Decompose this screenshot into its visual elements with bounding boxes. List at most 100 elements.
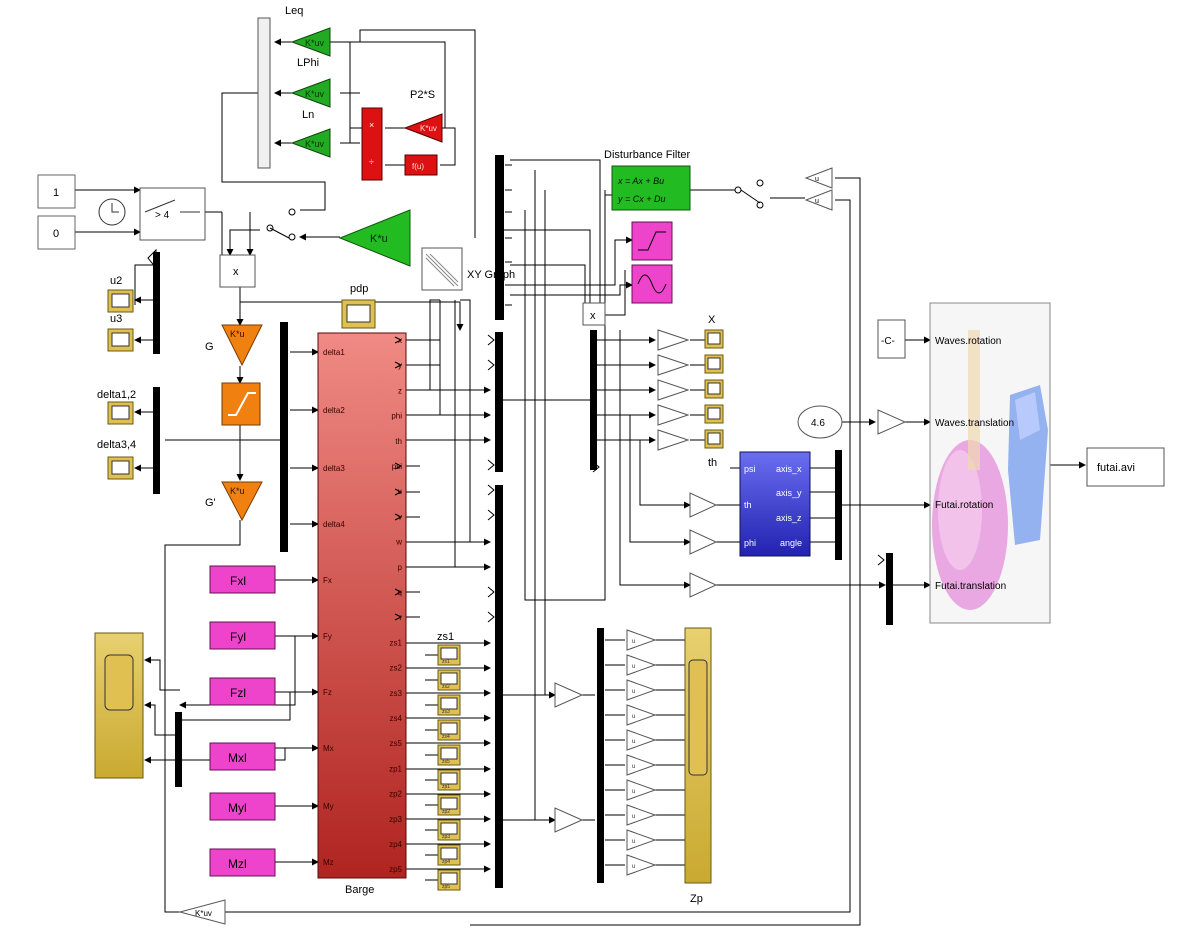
scope-zp[interactable]: [684, 627, 712, 884]
const-mz[interactable]: Mzl: [209, 848, 276, 877]
mux-b[interactable]: [495, 485, 503, 888]
demux-mid[interactable]: [590, 330, 597, 470]
scope-zs4[interactable]: zs4: [437, 719, 461, 741]
svg-text:Mzl: Mzl: [228, 857, 247, 871]
gain-ln[interactable]: K*uv: [290, 128, 331, 158]
zp-gain[interactable]: u: [626, 679, 657, 701]
const-mx[interactable]: Mxl: [209, 742, 276, 771]
scope-zs5[interactable]: zs5: [437, 744, 461, 766]
angle-gains[interactable]: [689, 492, 718, 598]
product-block-2[interactable]: [582, 302, 606, 326]
angle-conversion-block[interactable]: psi th phi axis_x axis_y axis_z angle: [739, 451, 811, 557]
gain-p2s[interactable]: K*uv: [403, 113, 443, 143]
barge-input-Mx: Mx: [323, 744, 334, 753]
const-c[interactable]: [877, 319, 906, 359]
svg-text:f(u): f(u): [412, 162, 424, 171]
product-block[interactable]: [219, 254, 256, 288]
sum-gain-b[interactable]: [554, 807, 584, 833]
scope-delta34[interactable]: [107, 456, 134, 480]
scope-u2[interactable]: [107, 289, 134, 313]
zp-gain[interactable]: u: [626, 654, 657, 676]
clock-icon[interactable]: [98, 198, 126, 226]
state-gains[interactable]: [657, 329, 690, 451]
const-my[interactable]: Myl: [209, 792, 276, 821]
gain-right-a[interactable]: u: [804, 167, 833, 189]
scope-pdp[interactable]: [341, 299, 376, 329]
vr-sink-block[interactable]: [929, 302, 1051, 624]
const-fz[interactable]: Fzl: [209, 677, 276, 706]
disturbance-filter[interactable]: x = Ax + Bu y = Cx + Du: [611, 165, 691, 211]
const-fx[interactable]: Fxl: [209, 565, 276, 594]
red-product-block[interactable]: [361, 107, 383, 181]
gain-K[interactable]: K*u: [338, 209, 411, 267]
mux-rotation[interactable]: [835, 450, 842, 560]
gain-kuv-bottom[interactable]: K*uv: [178, 899, 226, 925]
mux-top-center[interactable]: [495, 155, 504, 320]
scope-zs2[interactable]: zs2: [437, 669, 461, 691]
const-1[interactable]: [37, 174, 76, 209]
saturation-block[interactable]: [221, 382, 261, 426]
scope-u3[interactable]: [107, 328, 134, 352]
gain-lphi[interactable]: K*uv: [290, 78, 331, 108]
demux-a[interactable]: [495, 332, 503, 472]
const-4-6[interactable]: 4.6: [797, 405, 843, 439]
barge-output-zp4: zp4: [389, 840, 402, 849]
barge-block[interactable]: [317, 332, 407, 879]
scope-zp5[interactable]: zp5: [437, 869, 461, 891]
state-scopes[interactable]: [704, 329, 724, 449]
signal-block-sat[interactable]: [631, 221, 673, 261]
manual-switch-right[interactable]: [734, 179, 764, 209]
svg-text:K*uv: K*uv: [195, 909, 212, 918]
mux-delta-in[interactable]: [280, 322, 288, 552]
svg-text:K*uv: K*uv: [420, 124, 437, 133]
scope-forces[interactable]: [94, 632, 144, 779]
scope-delta12[interactable]: [107, 401, 134, 425]
sum-gain-a[interactable]: [554, 682, 584, 708]
svg-text:1: 1: [53, 187, 59, 199]
barge-output-zs5: zs5: [390, 739, 403, 748]
mux-delta[interactable]: [153, 387, 160, 494]
svg-text:u: u: [632, 764, 635, 770]
const-0[interactable]: [37, 215, 76, 250]
scope-label-zs3: zs3: [442, 709, 450, 715]
gain-leq[interactable]: K*uv: [290, 27, 331, 57]
scope-zs3[interactable]: zs3: [437, 694, 461, 716]
zp-gain[interactable]: u: [626, 854, 657, 876]
scope-zs1[interactable]: zs1: [437, 644, 461, 666]
switch-block[interactable]: [139, 187, 206, 241]
barge-output-phi: phi: [391, 412, 402, 421]
demux-zp[interactable]: [597, 628, 604, 883]
zp-gain[interactable]: u: [626, 729, 657, 751]
gain-waves-trans[interactable]: [877, 409, 907, 435]
zp-gain[interactable]: u: [626, 629, 657, 651]
signal-block-sine[interactable]: [631, 264, 673, 304]
const-fy[interactable]: Fyl: [209, 621, 276, 650]
zp-gain[interactable]: u: [626, 754, 657, 776]
xy-graph[interactable]: [421, 247, 463, 291]
mux-forces[interactable]: [175, 712, 182, 787]
gain-right-b[interactable]: u: [804, 189, 833, 211]
mux-translation[interactable]: [886, 553, 893, 625]
barge-output-zs3: zs3: [390, 689, 403, 698]
leq-label: Leq: [285, 5, 303, 17]
barge-input-Fz: Fz: [323, 688, 332, 697]
red-fcn-block[interactable]: [404, 154, 438, 176]
zp-gain[interactable]: u: [626, 829, 657, 851]
top-mux[interactable]: [257, 17, 271, 169]
gain-G-prime[interactable]: K*u: [221, 481, 263, 522]
chevrons: [394, 334, 885, 623]
file-output-block[interactable]: [1086, 447, 1165, 487]
gain-G[interactable]: K*u: [221, 324, 263, 367]
zp-gain[interactable]: u: [626, 704, 657, 726]
scope-zp1[interactable]: zp1: [437, 769, 461, 791]
svg-text:x: x: [233, 266, 239, 278]
zp-gain[interactable]: u: [626, 779, 657, 801]
svg-text:u: u: [815, 198, 819, 205]
scope-zp3[interactable]: zp3: [437, 819, 461, 841]
mux-u[interactable]: [153, 252, 160, 354]
manual-switch[interactable]: [266, 208, 296, 241]
scope-zp4[interactable]: zp4: [437, 844, 461, 866]
scope-zp2[interactable]: zp2: [437, 794, 461, 816]
zp-gain[interactable]: u: [626, 804, 657, 826]
